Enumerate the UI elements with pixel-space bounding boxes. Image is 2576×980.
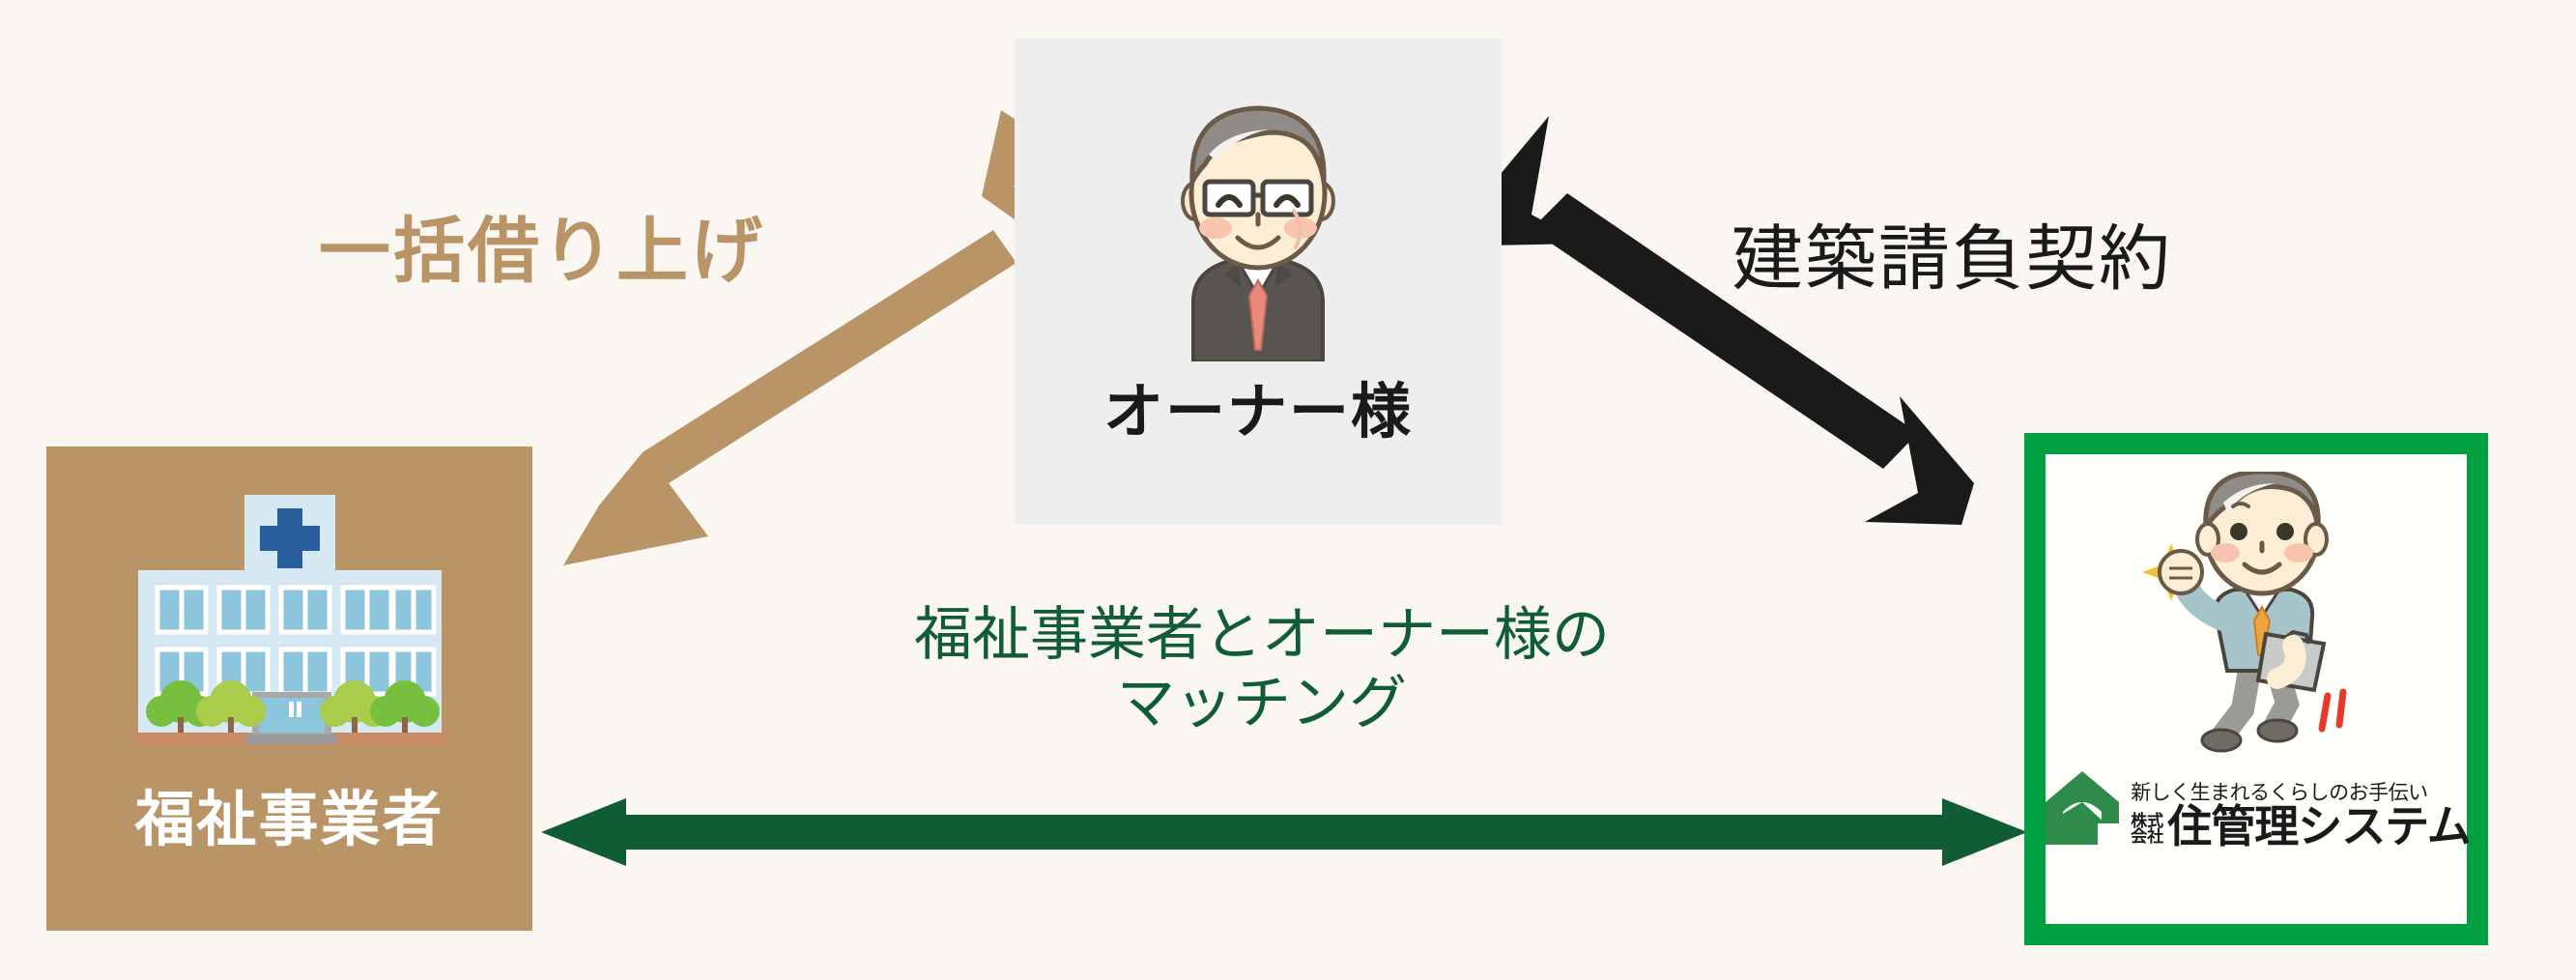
arrow-matching [541,798,2027,866]
company-card[interactable]: 新しく生まれるくらしのお手伝い 株式 会社 住管理システム [2024,433,2488,945]
house-logo-mark-icon [2046,771,2120,845]
welfare-provider-card[interactable]: 福祉事業者 [46,447,532,931]
owner-card[interactable]: オーナー様 [1015,39,1502,525]
company-logo-text: 新しく生まれるくらしのお手伝い 株式 会社 住管理システム [2131,781,2472,851]
company-card-inner: 新しく生まれるくらしのお手伝い 株式 会社 住管理システム [2046,454,2472,924]
company-legal-form-line2: 会社 [2131,826,2164,846]
owner-label: オーナー様 [1102,379,1413,446]
welfare-provider-label: 福祉事業者 [134,787,444,853]
company-tagline: 新しく生まれるくらしのお手伝い [2131,781,2428,804]
running-salesman-icon [2131,469,2382,762]
matching-connection-label: 福祉事業者とオーナー様の マッチング [914,602,1610,735]
elderly-businessman-icon [1137,81,1379,363]
company-legal-form-line1: 株式 [2131,811,2164,830]
lease-connection-label: 一括借り上げ [319,211,765,291]
contract-connection-label: 建築請負契約 [1732,218,2172,299]
company-logo: 新しく生まれるくらしのお手伝い 株式 会社 住管理システム [2026,767,2486,849]
hospital-building-icon [130,487,449,777]
company-legal-form: 株式 会社 [2131,811,2164,846]
company-name: 住管理システム [2167,801,2472,851]
arrow-contract [1475,116,1974,525]
